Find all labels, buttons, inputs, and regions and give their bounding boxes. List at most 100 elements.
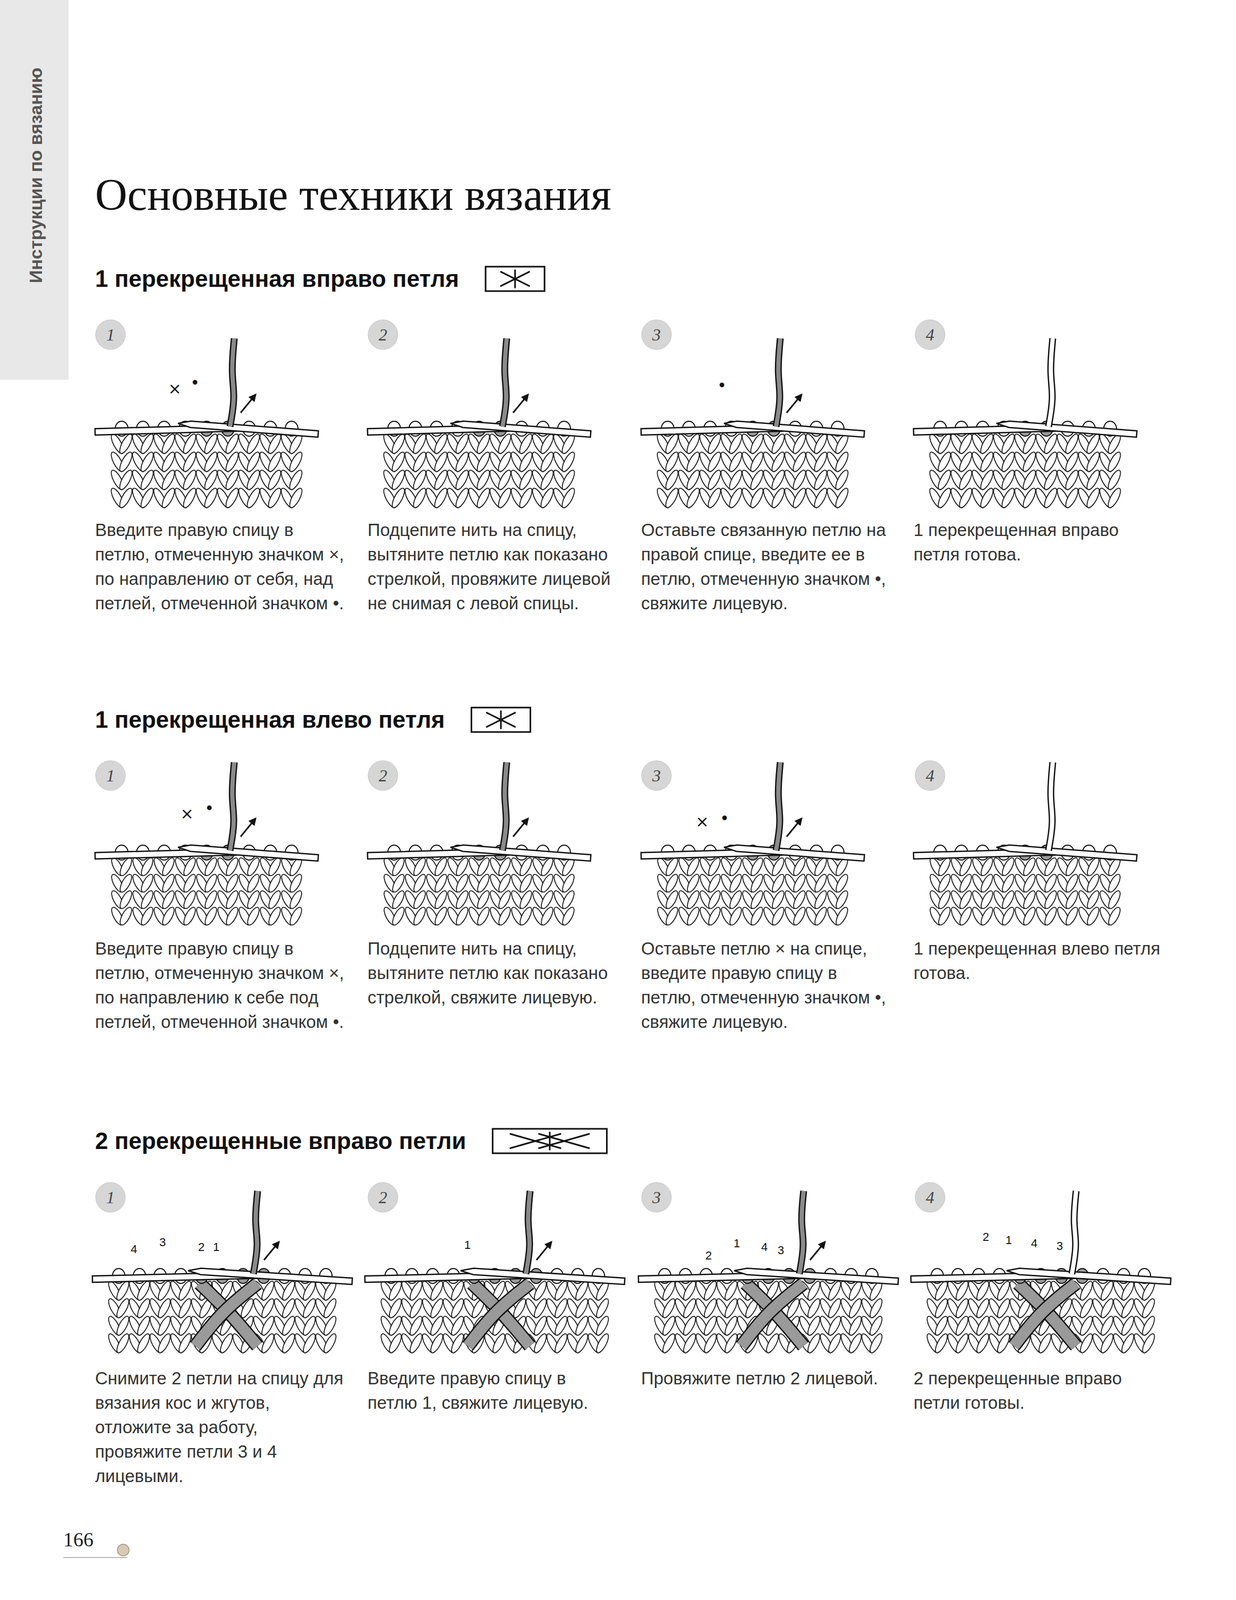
stitch-leg [496, 450, 514, 474]
stitch-leg [432, 450, 450, 474]
step-caption: Введите правую спицу в петлю, отмеченную… [95, 517, 345, 616]
stitch-leg [935, 468, 953, 492]
stitch-leg [748, 450, 766, 474]
knitting-needle [177, 421, 319, 438]
stitch-leg [449, 1332, 466, 1355]
stitch-leg [748, 486, 766, 510]
step-number: 2 [378, 766, 388, 784]
stitch-leg [847, 1297, 864, 1320]
stitch-leg [218, 1332, 235, 1355]
working-yarn [502, 338, 507, 427]
stitch-leg [573, 1332, 591, 1355]
stitch-leg [552, 1314, 570, 1337]
step-caption: Оставьте петлю × на спице, введите праву… [641, 936, 891, 1035]
stitch-number: 4 [129, 1243, 139, 1256]
stitch-leg [1106, 872, 1123, 894]
stitch-leg [1078, 1314, 1095, 1337]
stitch-leg [705, 450, 723, 474]
step-circle: 2 [367, 319, 399, 351]
stitch-leg [387, 1314, 404, 1337]
stitch-leg [791, 905, 808, 927]
step-circle: 4 [914, 1181, 946, 1213]
stitch-leg [390, 905, 407, 927]
step-circle: 1 [95, 1181, 126, 1213]
stitch-leg [812, 450, 830, 474]
step-circle: 1 [95, 760, 126, 791]
symbol-stroke [548, 1131, 551, 1151]
step-circle: 2 [367, 760, 399, 791]
stitch-leg [957, 872, 974, 894]
stitch-leg [287, 889, 304, 911]
yarn-edge [776, 762, 781, 851]
stitch-leg [117, 889, 134, 911]
stitch-leg [706, 905, 723, 927]
knitting-illustration [638, 1190, 899, 1355]
step-circle-fill [368, 1182, 398, 1213]
step-number: 1 [106, 1188, 115, 1206]
stitch-leg [790, 486, 808, 510]
symbol-stroke [509, 1133, 562, 1149]
stitch-leg [475, 889, 492, 911]
stitch-leg [259, 1314, 277, 1337]
stitch-leg [387, 1332, 404, 1355]
stitch-leg [223, 486, 241, 510]
yarn-edge [1048, 338, 1053, 427]
stitch-leg [1085, 889, 1102, 911]
stitch-leg [770, 905, 787, 927]
direction-arrow [513, 818, 528, 837]
stitch-leg [532, 1332, 549, 1355]
stitch-leg [176, 1297, 194, 1320]
step-circle-fill [368, 760, 398, 791]
stitch-leg [727, 468, 745, 492]
stitch-leg [552, 1332, 570, 1355]
knitting-needle [188, 1268, 353, 1285]
stitch-leg [867, 1314, 885, 1337]
stitch-leg [1000, 889, 1017, 911]
stitch-leg [748, 889, 765, 911]
stitch-leg [453, 486, 471, 510]
stitch-leg [287, 468, 305, 492]
stitch-leg [1000, 905, 1017, 927]
stitch-leg [681, 1314, 698, 1337]
stitch-leg [432, 889, 449, 911]
stitch-leg [266, 450, 284, 474]
stitch-leg [702, 1297, 719, 1320]
stitch-leg [1105, 486, 1123, 510]
stitch-leg [936, 889, 953, 911]
stitch-leg [790, 450, 808, 474]
stitch-leg [1020, 468, 1038, 492]
side-tab [0, 0, 69, 380]
yarn-edge [1048, 762, 1053, 851]
stitch-leg [244, 486, 262, 510]
stitch-leg [449, 1297, 466, 1320]
stitch-leg [159, 468, 177, 492]
stitch-leg [1106, 905, 1123, 927]
stitch-leg [957, 468, 975, 492]
stitch-leg [202, 486, 220, 510]
working-yarn [799, 1190, 804, 1274]
stitch-leg [266, 889, 283, 911]
step-caption: Подцепите нить на спицу, вытяните петлю … [367, 517, 618, 616]
stitch-leg [833, 905, 850, 927]
stitch-leg [407, 1314, 425, 1337]
stitch-leg [867, 1297, 885, 1320]
working-yarn [253, 1190, 258, 1274]
step-number: 2 [378, 1188, 388, 1206]
stitch-leg [833, 468, 851, 492]
stitch-leg [935, 450, 953, 474]
section-tab-label: Инструкции по вязанию [25, 67, 47, 284]
stitch-leg [202, 872, 219, 894]
symbol-stroke [509, 1133, 562, 1149]
stitch-leg [560, 872, 577, 894]
stitch-leg [496, 468, 514, 492]
knitting-needle [723, 845, 865, 862]
stitch-leg [663, 468, 681, 492]
stitch-symbol [471, 707, 531, 732]
stitch-leg [769, 468, 787, 492]
stitch-leg [974, 1297, 992, 1320]
stitch-leg [114, 1297, 132, 1320]
stitch-number: 1 [463, 1239, 472, 1251]
stitch-leg [517, 872, 534, 894]
stitch-leg [156, 1314, 173, 1337]
